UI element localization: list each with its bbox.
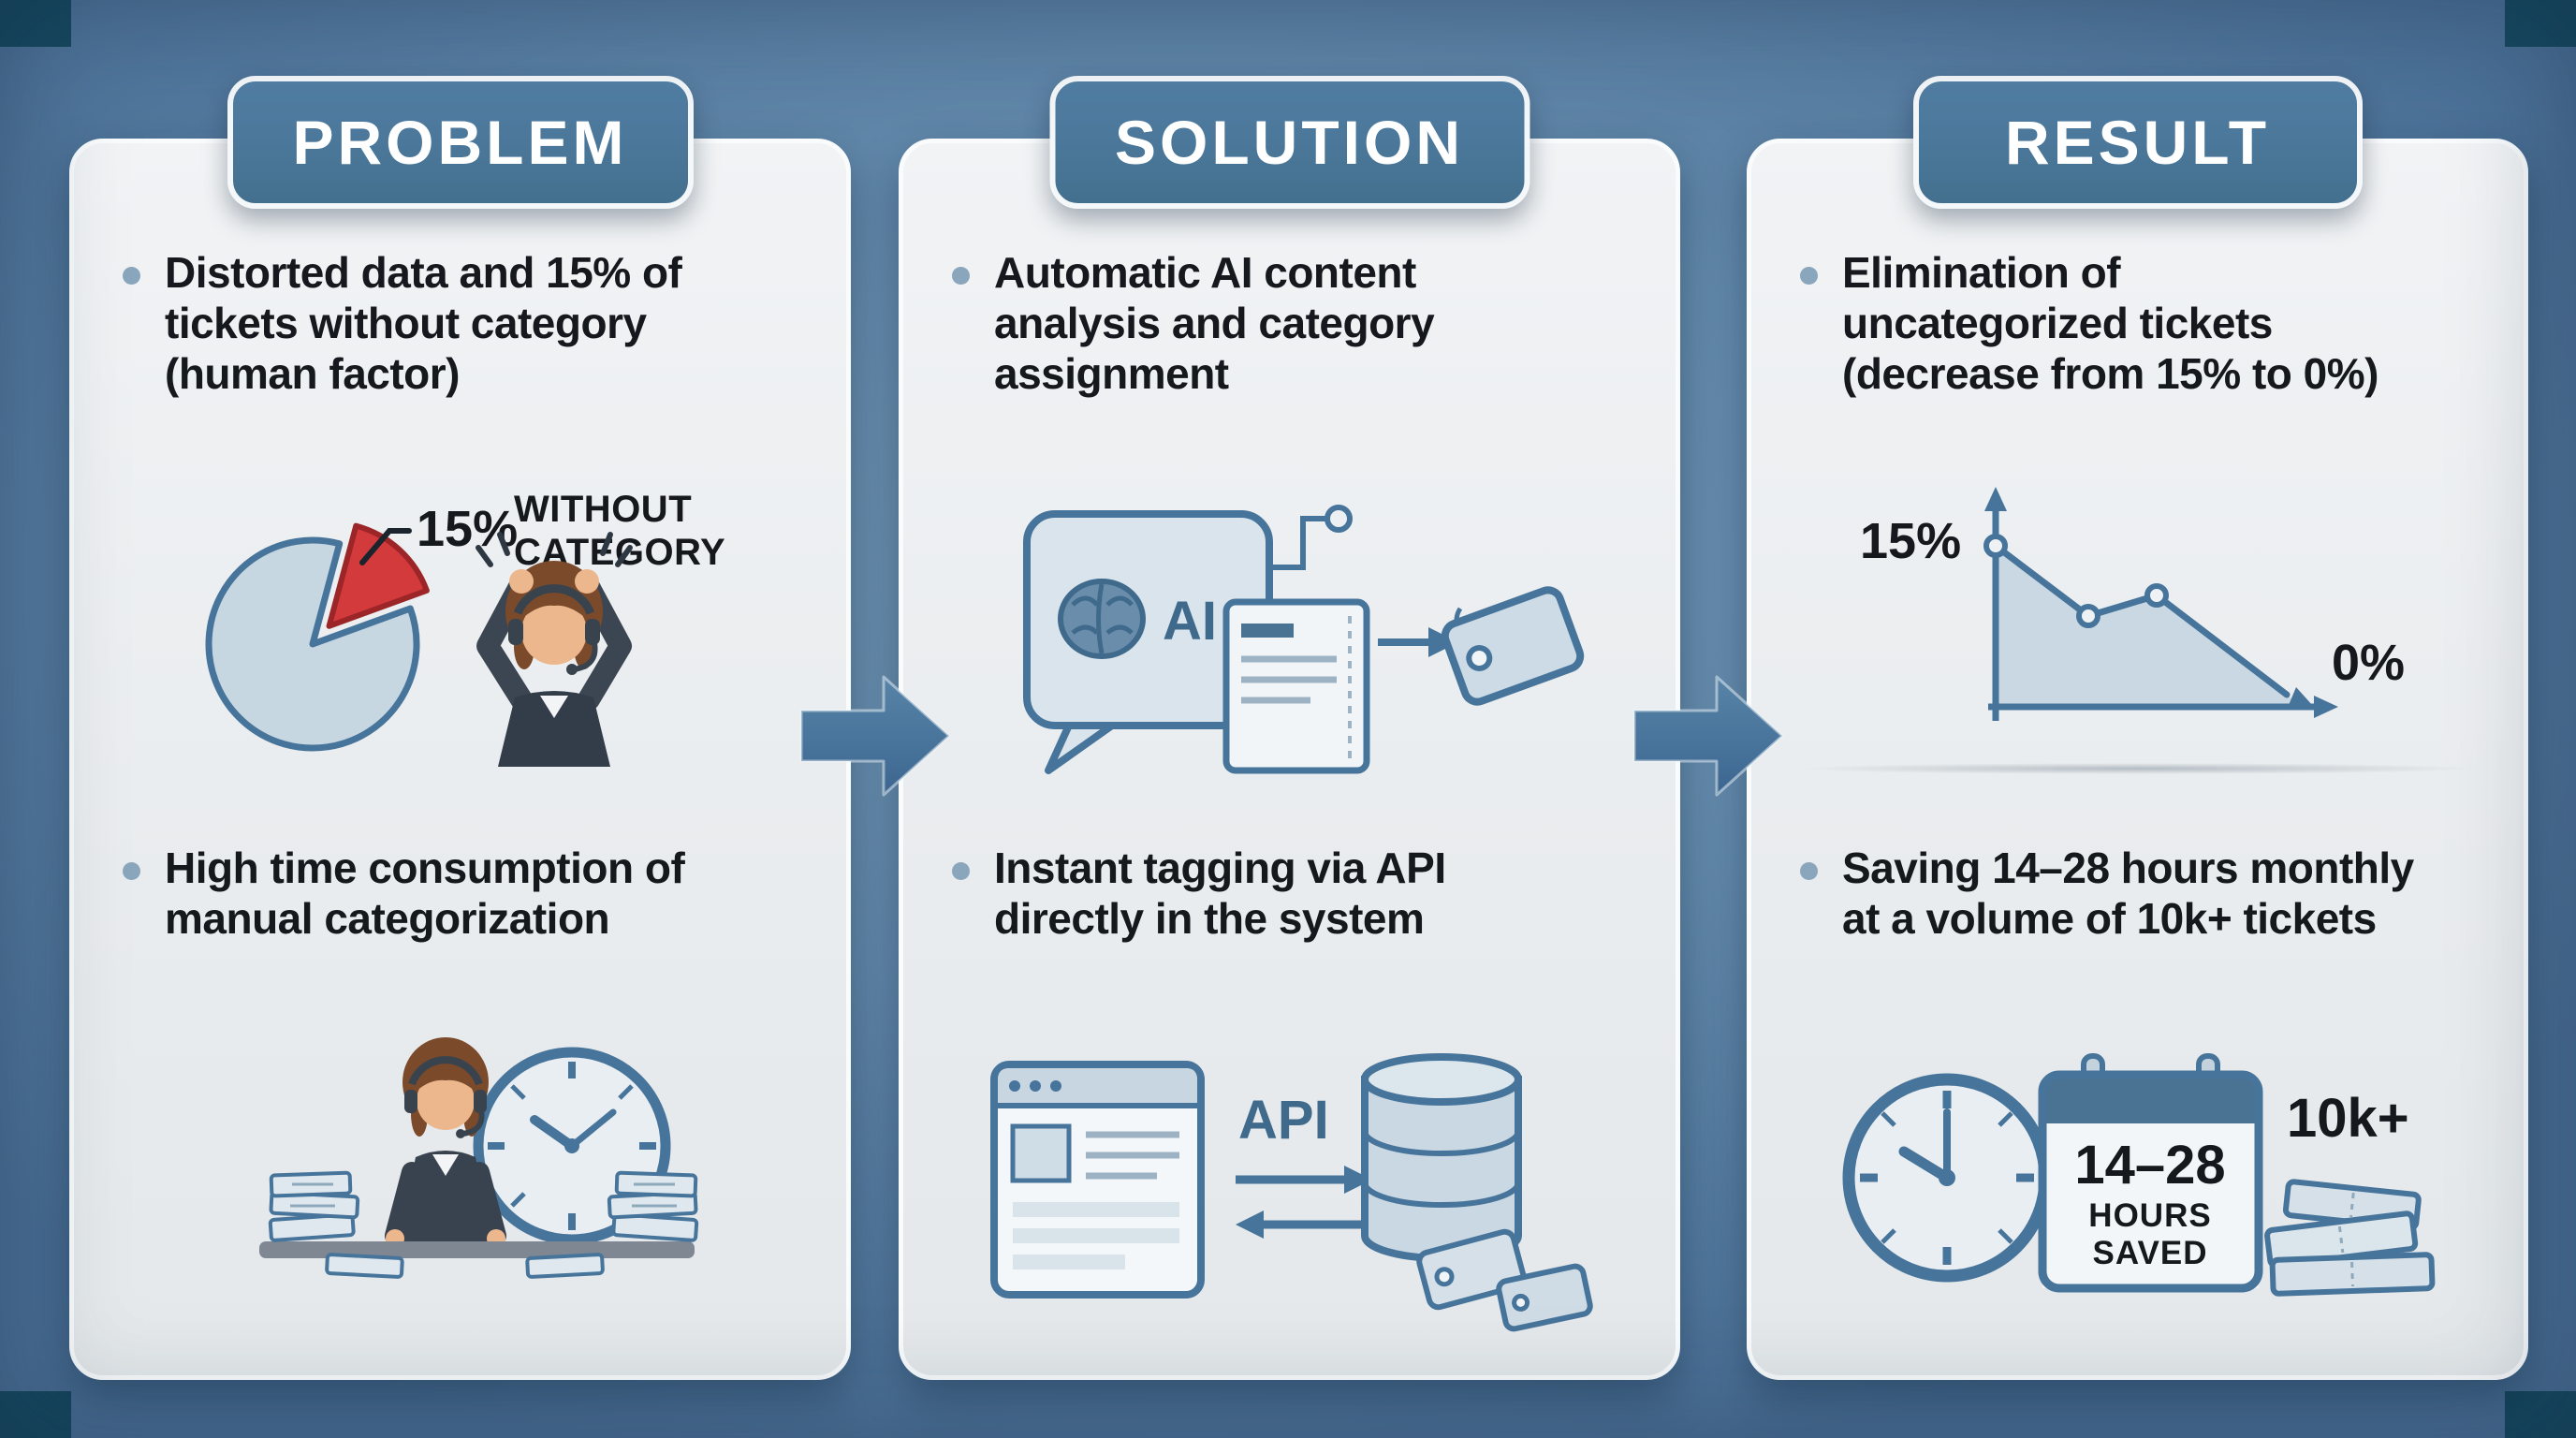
paper-stack-icon <box>525 1253 605 1279</box>
tag-icon <box>1441 586 1585 706</box>
pie-percent-label: 15% <box>417 501 518 557</box>
result-bullet-1: Elimination of uncategorized tickets (de… <box>1800 248 2378 399</box>
bullet-dot <box>1800 267 1818 285</box>
time-savings-figure: 14–28 HOURS SAVED 10k+ <box>1842 1053 2436 1297</box>
problem-bullet-2: High time consumption of manual categori… <box>123 844 685 945</box>
problem-bullet-1-text: Distorted data and 15% of tickets withou… <box>165 248 682 398</box>
ticket-volume-label: 10k+ <box>2287 1088 2409 1149</box>
result-bullet-1-text: Elimination of uncategorized tickets (de… <box>1842 248 2378 398</box>
ai-analysis-figure: AI <box>1023 505 1585 774</box>
clock-icon <box>1842 1073 2052 1283</box>
problem-card: PROBLEM Distorted data and 15% of ticket… <box>69 76 851 1380</box>
tags-icon <box>1416 1228 1593 1332</box>
document-icon <box>1222 598 1370 774</box>
problem-bullet-2-text: High time consumption of manual categori… <box>165 844 685 943</box>
solution-title: SOLUTION <box>1115 108 1464 177</box>
api-arrow-left-icon <box>1236 1211 1372 1239</box>
pie-chart-icon <box>205 522 430 752</box>
result-bullet-2: Saving 14–28 hours monthly at a volume o… <box>1800 844 2414 945</box>
desk <box>259 1241 695 1258</box>
bullet-dot <box>123 267 140 285</box>
paper-stack-icon <box>607 1170 699 1242</box>
corner-accent <box>0 0 71 47</box>
result-bullet-2-text: Saving 14–28 hours monthly at a volume o… <box>1842 844 2414 943</box>
brain-icon <box>1058 579 1146 659</box>
stressed-agent-icon <box>476 532 633 767</box>
ticket-stack-icon <box>2264 1179 2436 1297</box>
pie-caption-line1: WITHOUT <box>514 489 692 530</box>
corner-accent <box>0 1391 71 1438</box>
flow-arrow-solution-to-result <box>1632 675 1784 797</box>
paper-stack-icon <box>268 1170 360 1242</box>
api-arrow-right-icon <box>1236 1166 1372 1194</box>
corner-accent <box>2505 0 2576 47</box>
problem-header: PROBLEM <box>227 76 694 209</box>
api-label: API <box>1238 1090 1329 1151</box>
browser-window-icon <box>990 1061 1205 1299</box>
saved-word-label: SAVED <box>2093 1235 2208 1271</box>
solution-card: SOLUTION Automatic AI content analysis a… <box>899 76 1680 1380</box>
bullet-dot <box>952 267 970 285</box>
ai-chat-bubble-icon: AI <box>1023 510 1273 774</box>
pie-callout-line <box>359 528 412 565</box>
hours-word-label: HOURS <box>2088 1197 2211 1234</box>
manual-categorization-figure <box>259 1037 699 1279</box>
chart-start-label: 15% <box>1860 513 1961 569</box>
api-tagging-figure: API <box>990 1053 1593 1332</box>
decline-chart-icon <box>1983 487 2338 721</box>
corner-accent <box>2505 1391 2576 1438</box>
support-agent-icon <box>385 1037 506 1248</box>
bullet-dot <box>123 862 140 880</box>
ai-label: AI <box>1163 591 1217 652</box>
problem-bullet-1: Distorted data and 15% of tickets withou… <box>123 248 682 399</box>
database-icon <box>1361 1053 1522 1262</box>
chart-end-label: 0% <box>2332 635 2405 691</box>
decline-chart-figure: 15% 0% <box>1860 487 2405 721</box>
result-card: RESULT Elimination of uncategorized tick… <box>1747 76 2528 1380</box>
section-divider <box>1803 763 2472 774</box>
bullet-dot <box>1800 862 1818 880</box>
hours-range-label: 14–28 <box>2074 1135 2225 1196</box>
solution-bullet-2: Instant tagging via API directly in the … <box>952 844 1446 945</box>
bullet-dot <box>952 862 970 880</box>
solution-header: SOLUTION <box>1049 76 1530 209</box>
solution-bullet-2-text: Instant tagging via API directly in the … <box>994 844 1446 943</box>
problem-title: PROBLEM <box>292 108 628 177</box>
result-header: RESULT <box>1912 76 2363 209</box>
calendar-icon: 14–28 HOURS SAVED <box>2038 1053 2263 1293</box>
solution-bullet-1: Automatic AI content analysis and catego… <box>952 248 1435 399</box>
result-title: RESULT <box>2004 108 2271 177</box>
paper-stack-icon <box>325 1253 404 1279</box>
flow-arrow-problem-to-solution <box>799 675 951 797</box>
solution-bullet-1-text: Automatic AI content analysis and catego… <box>994 248 1435 398</box>
uncategorized-tickets-figure: 15% WITHOUT CATEGORY <box>205 489 725 767</box>
